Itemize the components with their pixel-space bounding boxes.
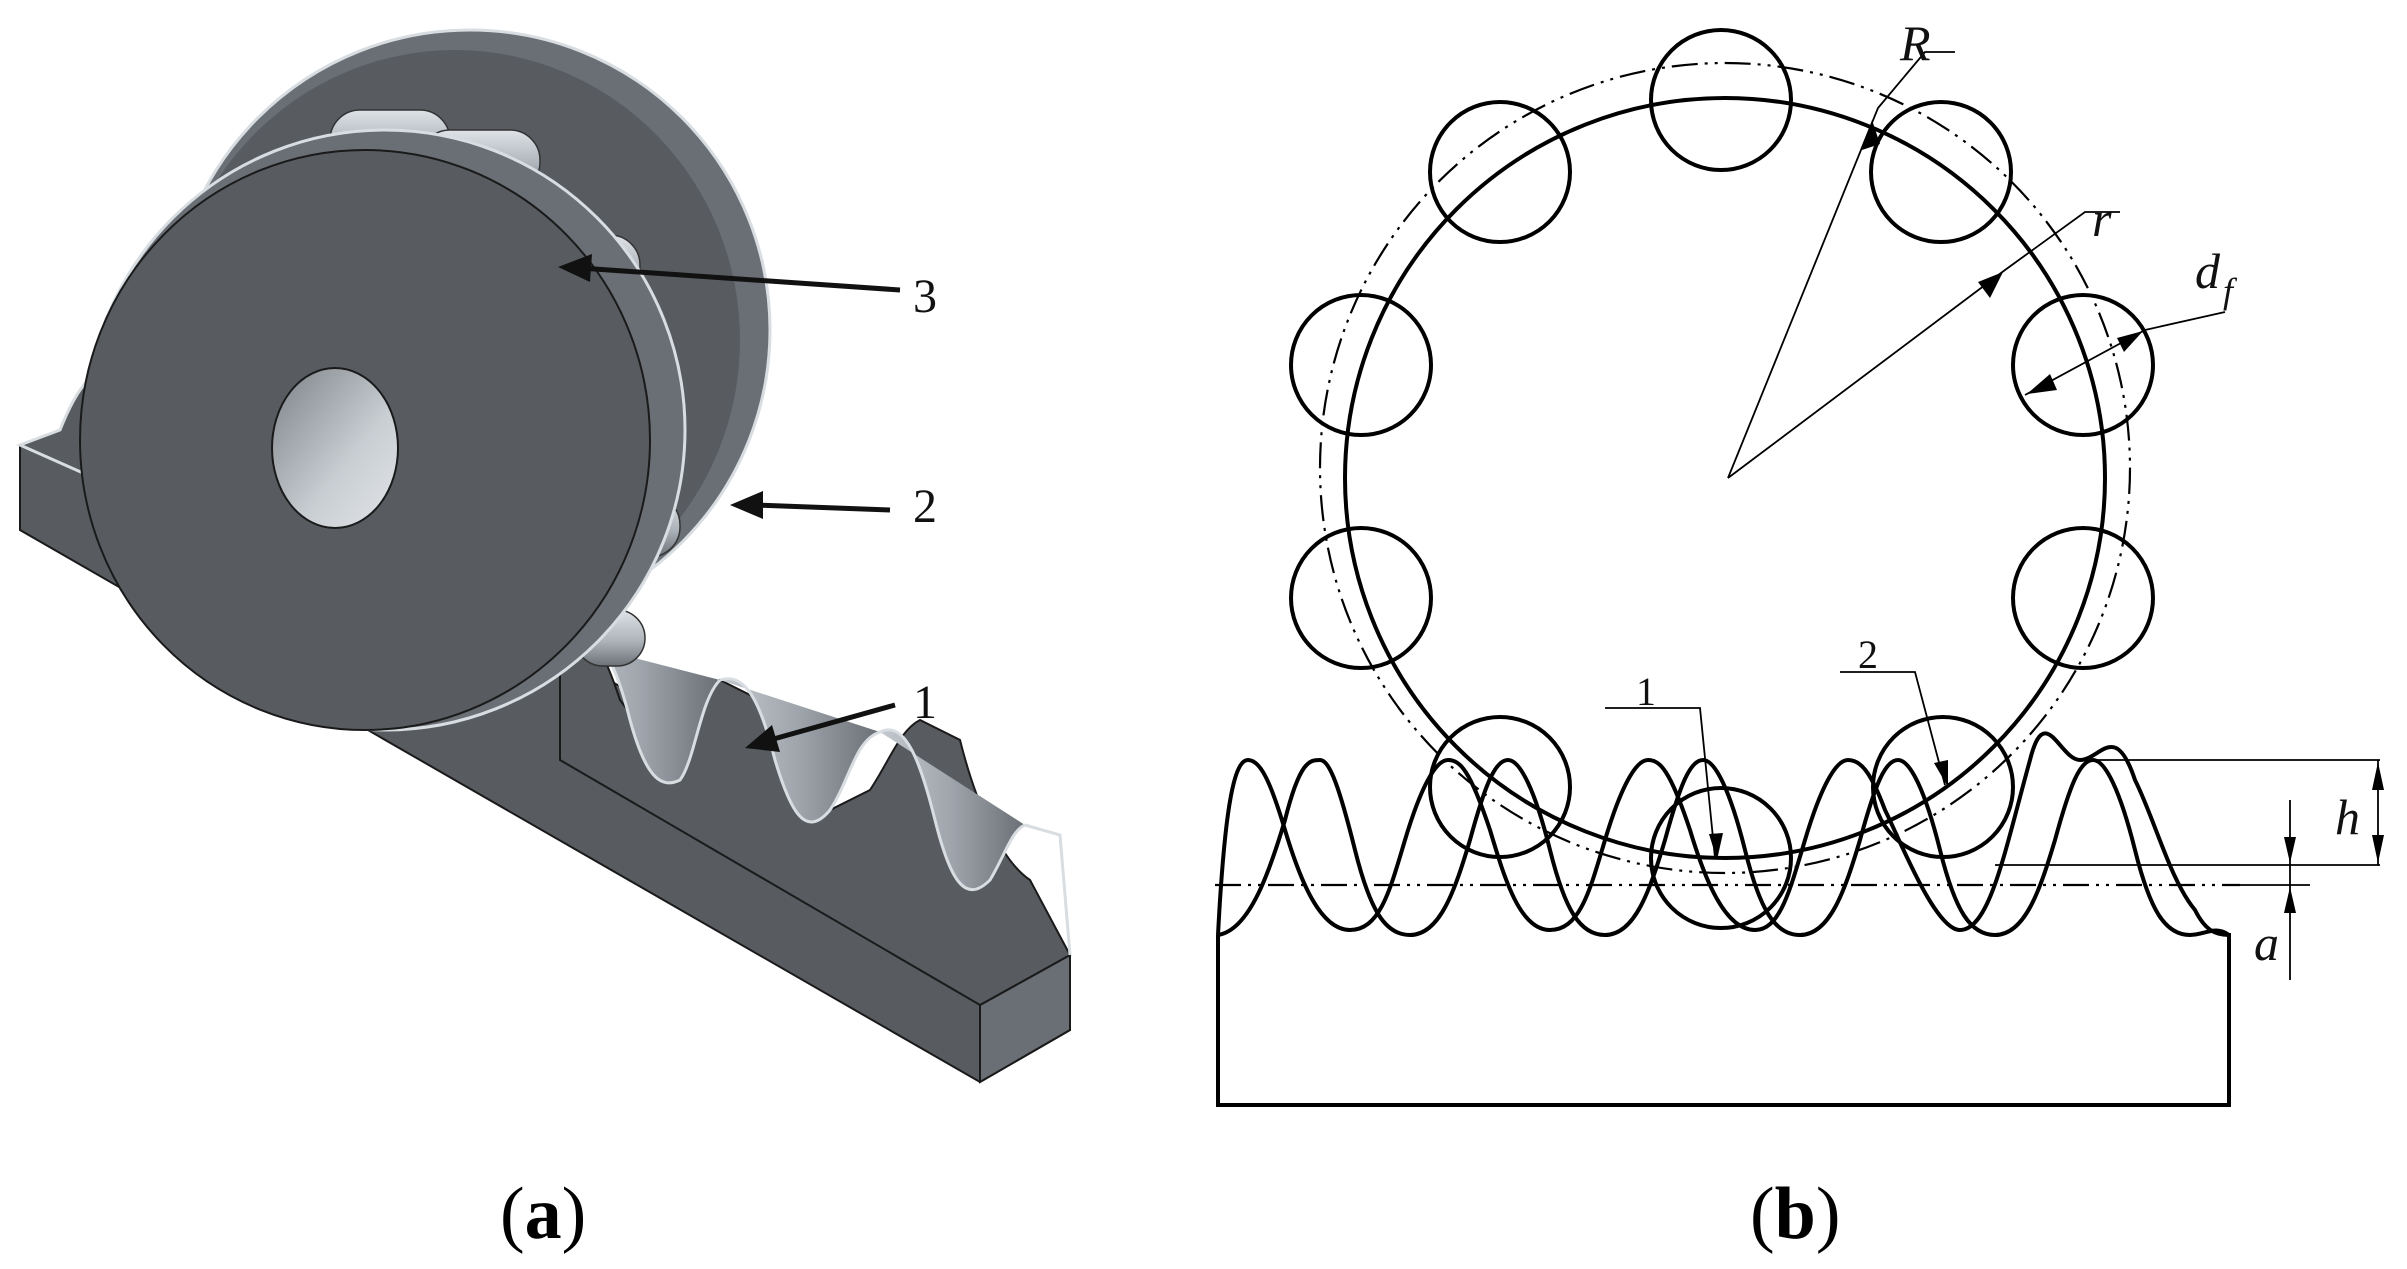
roller: [1289, 526, 1433, 670]
caption-a: (a): [500, 1173, 586, 1255]
panel-a-solid-model: [16, 28, 1072, 1084]
shaft-bore: [271, 367, 399, 529]
caption-b-close: ): [1816, 1173, 1841, 1255]
caption-b-open: (: [1750, 1173, 1775, 1255]
front-disc: [79, 128, 687, 732]
label-d-subscript-f: f: [2223, 271, 2238, 311]
pitch-circle: [1343, 96, 2107, 860]
label-r: r: [2092, 191, 2112, 247]
label-contact-1: 1: [1636, 669, 1656, 714]
rack-teeth: [1217, 757, 2231, 938]
label-R: R: [1899, 15, 1931, 71]
rack-profile: [1216, 731, 2231, 1107]
label-h: h: [2335, 789, 2360, 845]
caption-b-letter: b: [1775, 1173, 1816, 1255]
roller: [1428, 715, 1572, 859]
rollers: [1289, 28, 2155, 930]
leader-1: [1605, 707, 1716, 859]
roller: [1649, 28, 1793, 172]
roller: [2011, 526, 2155, 670]
callout-label-2: 2: [913, 480, 937, 533]
label-d: d: [2195, 243, 2221, 299]
roller: [1869, 100, 2013, 244]
roller: [2011, 293, 2155, 437]
caption-a-letter: a: [525, 1173, 562, 1255]
callout-label-1: 1: [913, 676, 937, 729]
roller: [1649, 786, 1793, 930]
panel-b-schematic: [1215, 28, 2384, 1107]
label-contact-2: 2: [1858, 632, 1878, 677]
caption-a-open: (: [500, 1173, 525, 1255]
outer-dashdot-circle: [1318, 61, 2132, 875]
caption-b: (b): [1750, 1173, 1840, 1255]
label-a: a: [2254, 915, 2279, 971]
R-leader: [1727, 51, 1955, 479]
roller: [1428, 100, 1572, 244]
leader-2: [1840, 671, 1946, 786]
callout-label-3: 3: [913, 270, 937, 323]
callout-arrows-a: [558, 254, 901, 752]
caption-a-close: ): [562, 1173, 587, 1255]
r-leader: [1727, 211, 2120, 479]
roller: [1289, 293, 1433, 437]
df-leader: [2144, 311, 2226, 331]
